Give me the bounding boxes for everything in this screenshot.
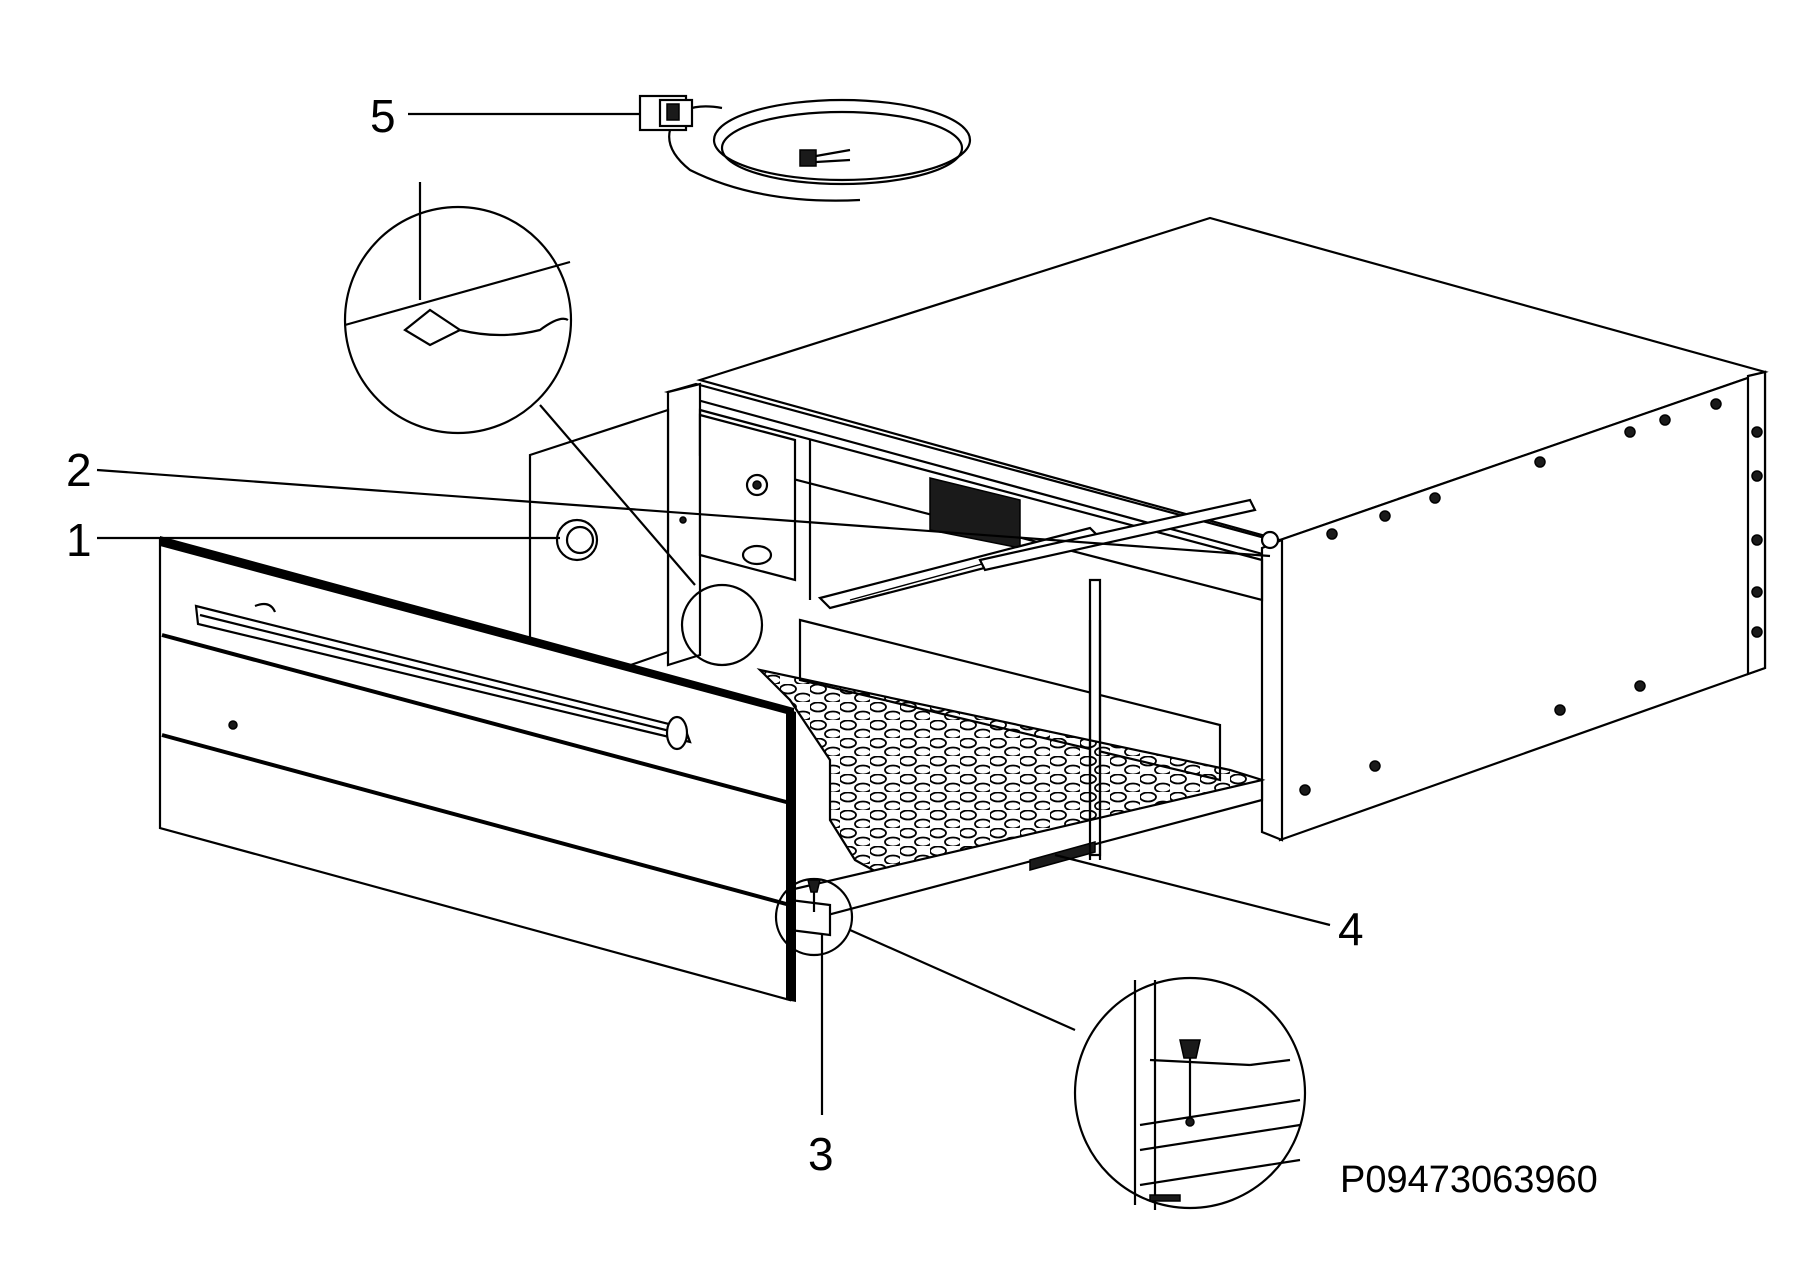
callout-4: 4 <box>1338 903 1364 955</box>
detail-target-circle-bottom <box>774 877 854 957</box>
callout-5: 5 <box>370 90 396 142</box>
detail-target-circle <box>680 583 764 667</box>
power-cable <box>638 94 972 202</box>
part-code: P09473063960 <box>1340 1159 1598 1201</box>
callout-3: 3 <box>808 1128 834 1180</box>
drawer-body <box>756 578 1266 937</box>
leader-lines <box>96 112 1331 1115</box>
leader-line-4 <box>1054 853 1331 927</box>
leader-line-2 <box>96 468 1271 558</box>
detail-circle-bottom <box>1073 976 1307 1210</box>
control-panel <box>528 408 797 702</box>
drawer-front-panel <box>158 536 796 1002</box>
screw-icon <box>807 879 821 893</box>
detail-connector-line <box>849 928 1076 1032</box>
callout-2: 2 <box>66 444 92 496</box>
cabinet-housing <box>663 216 1769 842</box>
detail-circle-top <box>343 182 696 586</box>
callout-1: 1 <box>66 514 92 566</box>
